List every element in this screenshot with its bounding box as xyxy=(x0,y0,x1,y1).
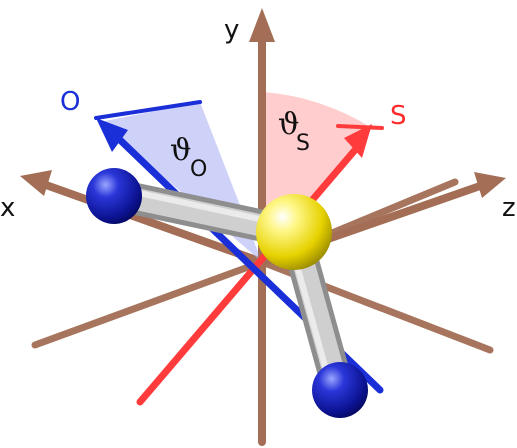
z-axis-label: z xyxy=(502,193,516,223)
theta-o-subscript: O xyxy=(190,157,207,182)
s-vector-arrowhead xyxy=(344,124,372,158)
y-axis-label: y xyxy=(224,15,239,45)
x-axis-arrowhead xyxy=(20,170,52,196)
z-axis-arrowhead xyxy=(474,172,506,198)
x-axis-label: x xyxy=(0,193,15,223)
o-vector-arrowhead xyxy=(96,118,128,152)
theta-o-symbol: ϑ xyxy=(170,133,191,168)
oxygen-atom-left xyxy=(86,168,142,224)
o-vector-label: O xyxy=(60,87,80,117)
theta-s-symbol: ϑ xyxy=(278,107,299,142)
sulfur-atom-center xyxy=(256,194,332,270)
x-axis xyxy=(20,170,266,266)
theta-o-label: ϑ O xyxy=(170,133,207,182)
s-vector-label: S xyxy=(390,101,407,131)
theta-s-label: ϑ S xyxy=(278,107,310,156)
s-vector xyxy=(136,124,384,406)
radial-line-lower-left xyxy=(31,258,266,349)
oxygen-atom-bottom xyxy=(312,362,368,418)
theta-s-subscript: S xyxy=(296,131,310,156)
y-axis-arrowhead xyxy=(249,8,275,42)
